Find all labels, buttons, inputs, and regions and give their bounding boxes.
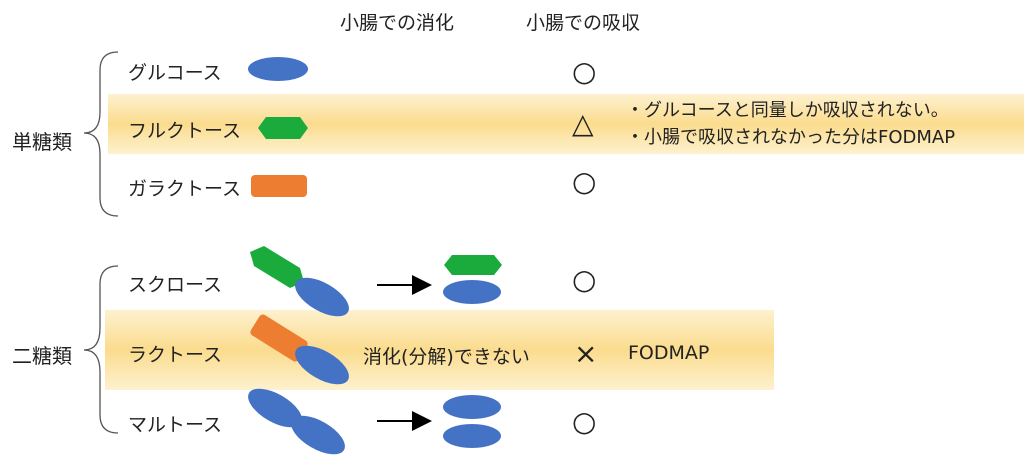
absorption-mark-maltose: ○: [572, 405, 597, 438]
maltose-glucose-shape-2: [291, 415, 345, 455]
fructose-shape: [258, 117, 308, 139]
maltose-product-glucose-1: [443, 395, 501, 419]
lactose-glucose-shape: [295, 345, 349, 385]
sugar-label-glucose: グルコース: [128, 62, 222, 84]
maltose-product-glucose-2: [443, 424, 501, 448]
sugar-label-fructose: フルクトース: [128, 120, 242, 142]
sucrose-product-glucose: [443, 280, 501, 304]
lactose-digestion-note: 消化(分解)できない: [363, 346, 530, 368]
maltose-glucose-shape-1: [248, 388, 302, 428]
fructose-note-line2: ・小腸で吸収されなかった分はFODMAP: [626, 127, 956, 148]
lactose-galactose-shape: [250, 314, 308, 362]
disaccharides-brace: [83, 265, 119, 434]
lactose-fodmap-label: FODMAP: [628, 342, 710, 364]
sucrose-glucose-shape: [295, 277, 349, 317]
header-digestion: 小腸での消化: [340, 12, 455, 34]
fructose-highlight-band: [108, 94, 1024, 154]
absorption-mark-lactose: ×: [574, 337, 598, 370]
galactose-shape: [251, 175, 307, 197]
sugar-label-sucrose: スクロース: [128, 274, 223, 296]
glucose-shape: [248, 57, 308, 81]
header-absorption: 小腸での吸収: [526, 12, 641, 34]
absorption-mark-fructose: △: [572, 107, 594, 140]
sucrose-product-fructose: [444, 255, 502, 275]
absorption-mark-galactose: ○: [572, 165, 597, 198]
sucrose-fructose-shape: [250, 246, 304, 288]
lactose-highlight-band: [105, 310, 774, 390]
sugar-label-maltose: マルトース: [128, 414, 223, 436]
absorption-mark-sucrose: ○: [572, 263, 597, 296]
group-label-monosaccharides: 単糖類: [12, 130, 72, 154]
fructose-note-line1: ・グルコースと同量しか吸収されない。: [626, 100, 949, 121]
group-label-disaccharides: 二糖類: [12, 344, 72, 368]
sugar-label-lactose: ラクトース: [128, 344, 223, 366]
monosaccharides-brace: [83, 51, 119, 217]
absorption-mark-glucose: ○: [572, 55, 597, 88]
sugar-label-galactose: ガラクトース: [128, 178, 242, 200]
